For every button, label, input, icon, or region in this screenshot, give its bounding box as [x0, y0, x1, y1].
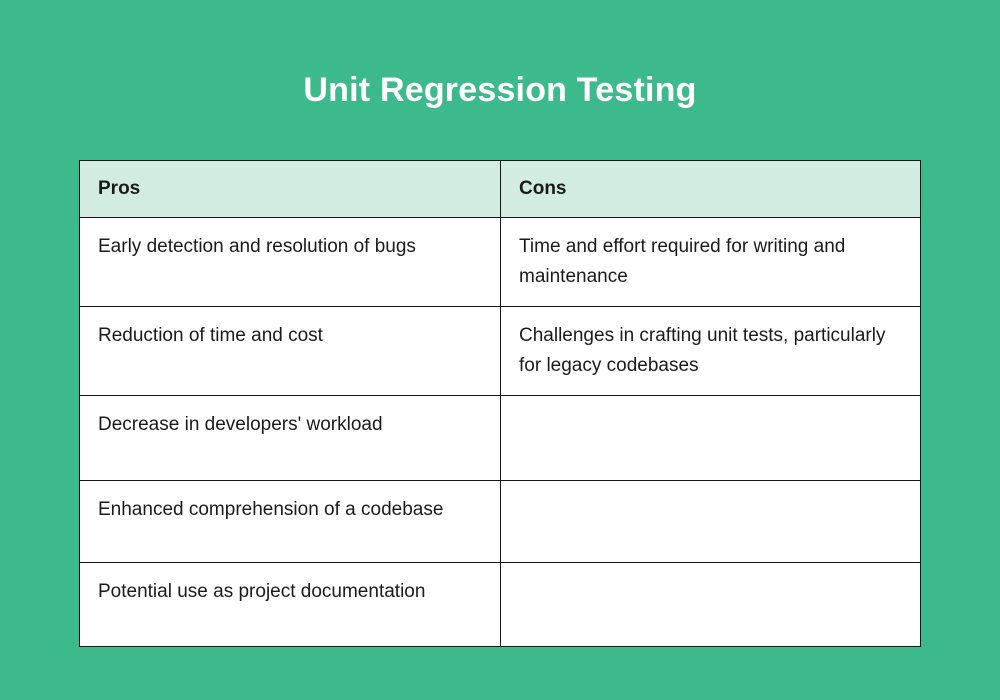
- cell-text: Decrease in developers' workload: [98, 414, 383, 435]
- column-header-cons: Cons: [500, 160, 921, 218]
- cell-pros: Early detection and resolution of bugs: [79, 217, 501, 307]
- cell-pros: Enhanced comprehension of a codebase: [79, 480, 501, 563]
- table-row: Reduction of time and cost Challenges in…: [79, 306, 921, 396]
- cell-text: Time and effort required for writing and…: [519, 236, 846, 287]
- cell-pros: Decrease in developers' workload: [79, 395, 501, 481]
- cell-cons: [500, 480, 921, 563]
- cell-text: Early detection and resolution of bugs: [98, 236, 416, 257]
- cell-cons: Time and effort required for writing and…: [500, 217, 921, 307]
- table-row: Early detection and resolution of bugs T…: [79, 217, 921, 307]
- table-row: Enhanced comprehension of a codebase: [79, 480, 921, 563]
- cell-cons: [500, 562, 921, 647]
- cell-text: Challenges in crafting unit tests, parti…: [519, 325, 886, 376]
- cell-cons: Challenges in crafting unit tests, parti…: [500, 306, 921, 396]
- table-body: Early detection and resolution of bugs T…: [79, 217, 921, 647]
- table-row: Decrease in developers' workload: [79, 395, 921, 481]
- cell-pros: Reduction of time and cost: [79, 306, 501, 396]
- page-title: Unit Regression Testing: [303, 71, 697, 109]
- cell-text: Potential use as project documentation: [98, 581, 426, 602]
- table-row: Potential use as project documentation: [79, 562, 921, 647]
- cell-text: Reduction of time and cost: [98, 325, 323, 346]
- table-header-row: Pros Cons: [79, 160, 921, 218]
- pros-cons-table: Pros Cons Early detection and resolution…: [79, 160, 921, 647]
- cell-text: Enhanced comprehension of a codebase: [98, 499, 444, 520]
- table-header: Pros Cons: [79, 160, 921, 218]
- cell-pros: Potential use as project documentation: [79, 562, 501, 647]
- column-header-pros: Pros: [79, 160, 501, 218]
- cell-cons: [500, 395, 921, 481]
